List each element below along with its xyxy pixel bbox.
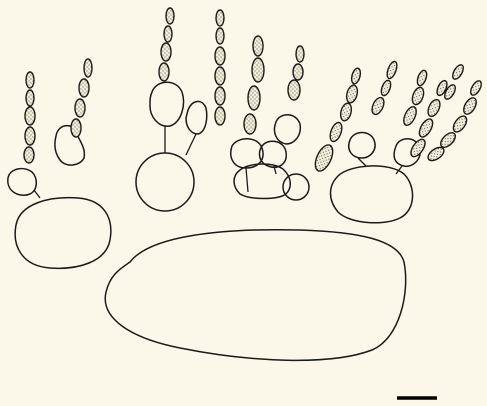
background [0,0,487,406]
cell-diagram [0,0,487,406]
